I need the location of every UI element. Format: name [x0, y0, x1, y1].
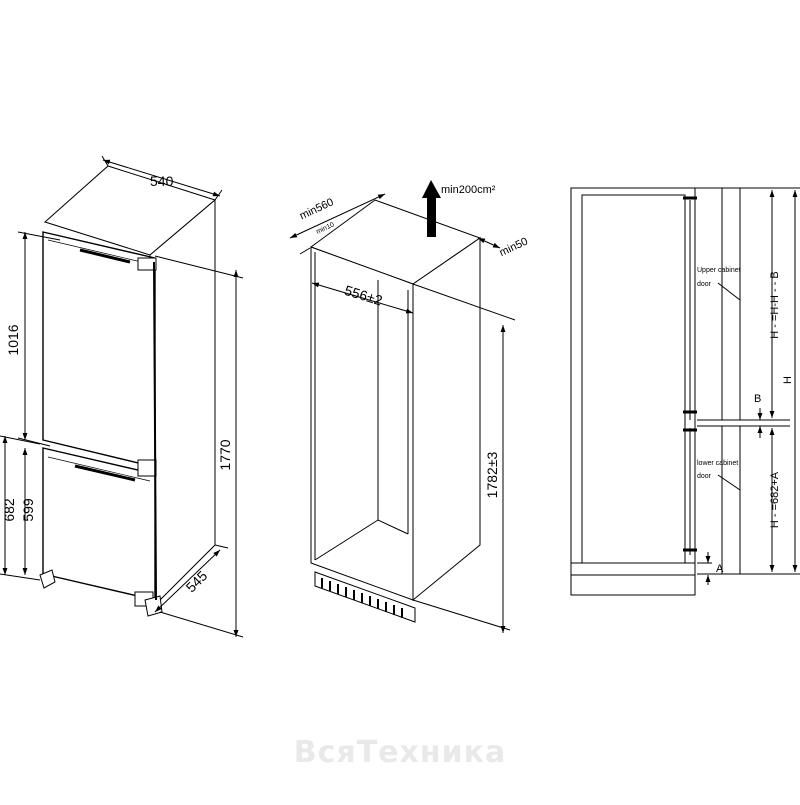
- upper-cabinet-label-2: door: [697, 281, 712, 288]
- upper-door-height-label: 1016: [5, 324, 21, 355]
- lower-door-height-label: 599: [20, 498, 36, 522]
- gap-symbol: B: [754, 393, 761, 405]
- side-section-view: [570, 187, 790, 596]
- niche-view: [309, 199, 482, 623]
- offset-symbol: A: [716, 563, 724, 575]
- total-height-symbol: H: [782, 376, 794, 384]
- upper-height-formula: H - =H-H - - B: [769, 271, 781, 339]
- vent-arrow-icon: [422, 180, 441, 237]
- niche-height-label: 1782±3: [484, 451, 500, 498]
- refrigerator-dimensions: [0, 155, 244, 638]
- total-height-label: 1770: [217, 439, 233, 470]
- niche-dimensions: [289, 193, 516, 633]
- min-rear-gap-label: min50: [498, 236, 530, 260]
- refrigerator-view: [39, 165, 217, 617]
- side-labels: Upper cabinet door lower cabinet door H …: [697, 267, 794, 575]
- lower-cabinet-label: lower cabinet: [697, 460, 738, 467]
- lower-section-height-label: 682: [1, 498, 17, 522]
- lower-height-formula: H - =682+A: [769, 471, 781, 528]
- side-dimensions: [695, 187, 800, 585]
- niche-vent-grille: [321, 578, 403, 618]
- upper-cabinet-label: Upper cabinet: [697, 267, 741, 274]
- width-label: 540: [150, 173, 174, 189]
- watermark: ВсяТехника: [294, 735, 506, 770]
- lower-cabinet-label-2: door: [697, 473, 712, 480]
- min-depth-label: min560: [298, 196, 336, 222]
- vent-area-label: min200cm²: [441, 184, 496, 196]
